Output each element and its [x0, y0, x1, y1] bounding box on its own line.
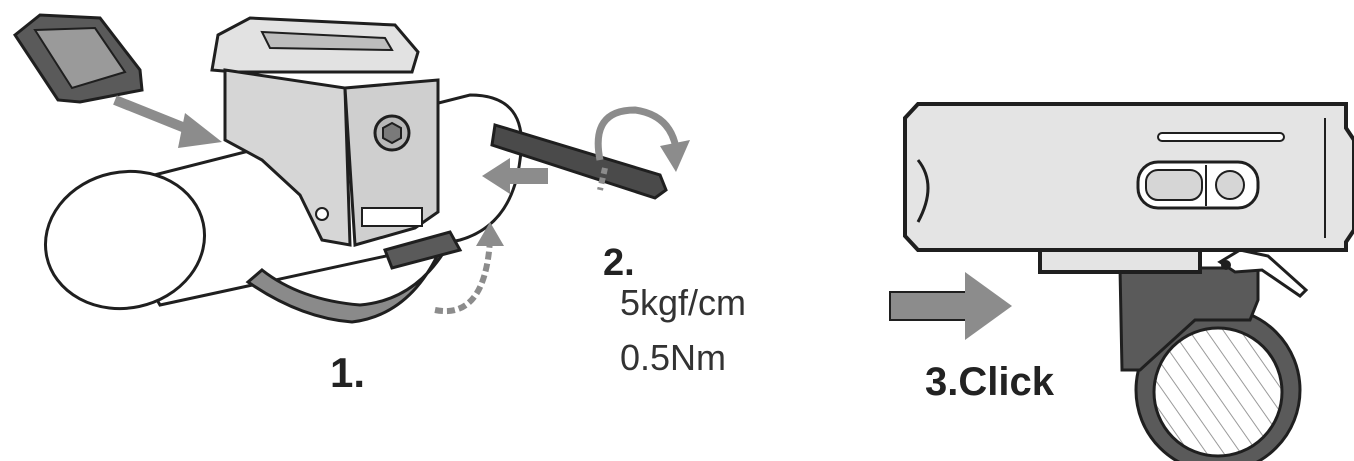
- mount-bracket-icon: [1118, 248, 1309, 372]
- torque-value-nm: 0.5Nm: [620, 337, 727, 378]
- handlebar-icon: [1134, 306, 1302, 461]
- hex-key-icon: [490, 123, 668, 200]
- mount-bracket-icon: [210, 16, 440, 247]
- strap-icon: [245, 230, 463, 324]
- rotate-arrow-icon: [434, 222, 504, 315]
- push-arrow-icon: [889, 272, 1012, 340]
- step-3-label: 3.Click: [925, 360, 1054, 404]
- push-arrow-icon: [482, 158, 548, 194]
- rotate-arrow-icon: [594, 106, 690, 191]
- push-arrow-icon: [113, 95, 222, 148]
- bike-light-icon: [903, 102, 1354, 274]
- step-1-label: 1.: [330, 349, 366, 396]
- rubber-shim-icon: [12, 13, 144, 104]
- step-2-label: 2.: [603, 242, 635, 284]
- torque-value-kgf: 5kgf/cm: [620, 282, 747, 323]
